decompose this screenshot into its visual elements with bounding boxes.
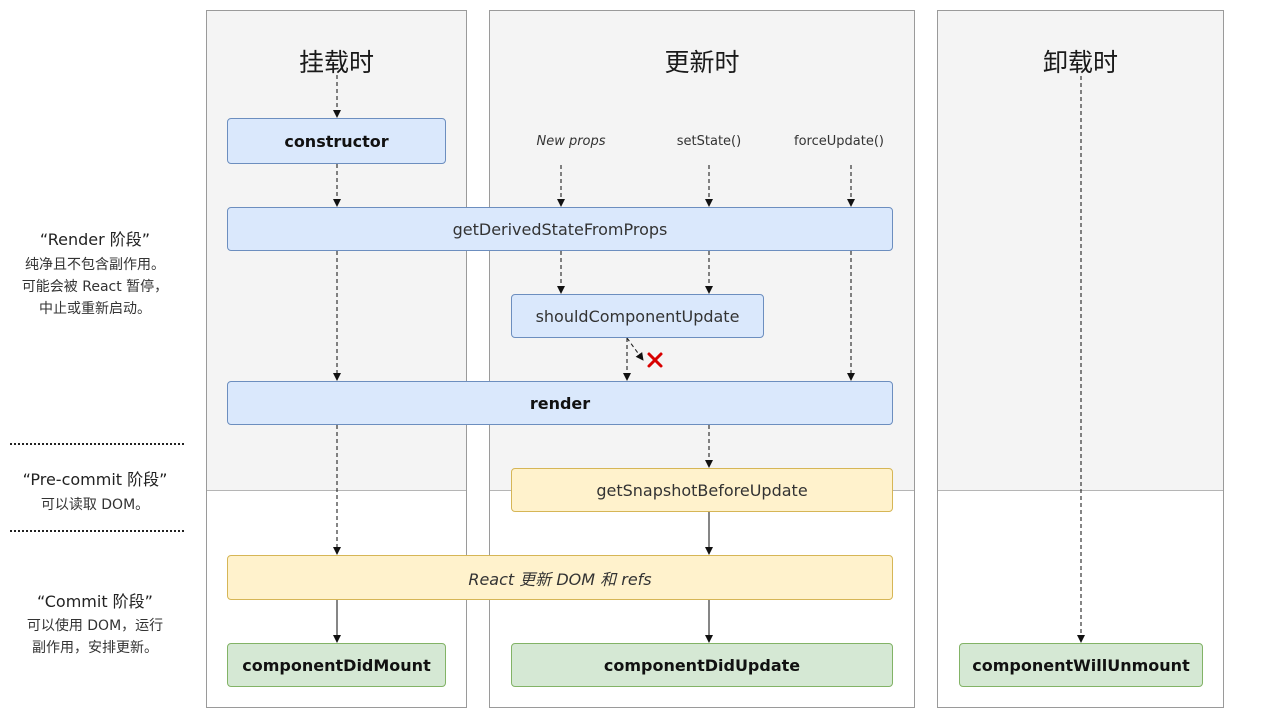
- render-phase-desc-1: 纯净且不包含副作用。: [25, 257, 165, 273]
- get-derived-state-from-props-box: getDerivedStateFromProps: [227, 207, 893, 251]
- x-mark-icon: [647, 352, 663, 368]
- render-phase-title: “Render 阶段”: [39, 230, 151, 249]
- component-did-update-box: componentDidUpdate: [511, 643, 893, 687]
- react-updates-dom-box: React 更新 DOM 和 refs: [227, 555, 893, 600]
- phase-separator: [10, 530, 184, 532]
- commit-phase-desc-1: 可以使用 DOM，运行: [26, 618, 164, 634]
- constructor-box: constructor: [227, 118, 446, 164]
- trigger-set-state: setState(): [676, 134, 742, 149]
- render-phase-desc-3: 中止或重新启动。: [39, 301, 151, 317]
- precommit-phase-desc: 可以读取 DOM。: [40, 497, 150, 513]
- trigger-force-update: forceUpdate(): [794, 134, 884, 149]
- component-did-mount-box: componentDidMount: [227, 643, 446, 687]
- arrow-scu-cancel: [626, 337, 644, 361]
- component-will-unmount-box: componentWillUnmount: [959, 643, 1203, 687]
- commit-phase-desc-2: 副作用，安排更新。: [32, 640, 158, 656]
- render-phase-desc-2: 可能会被 React 暂停，: [21, 279, 169, 295]
- mount-column-title: 挂载时: [298, 48, 374, 77]
- phase-separator: [10, 443, 184, 445]
- trigger-new-props: New props: [536, 134, 606, 149]
- get-snapshot-before-update-box: getSnapshotBeforeUpdate: [511, 468, 893, 512]
- unmount-column-title: 卸载时: [1042, 48, 1118, 77]
- render-box: render: [227, 381, 893, 425]
- should-component-update-box: shouldComponentUpdate: [511, 294, 764, 338]
- precommit-phase-title: “Pre-commit 阶段”: [22, 470, 168, 489]
- commit-phase-title: “Commit 阶段”: [37, 592, 153, 611]
- update-column-title: 更新时: [664, 48, 740, 77]
